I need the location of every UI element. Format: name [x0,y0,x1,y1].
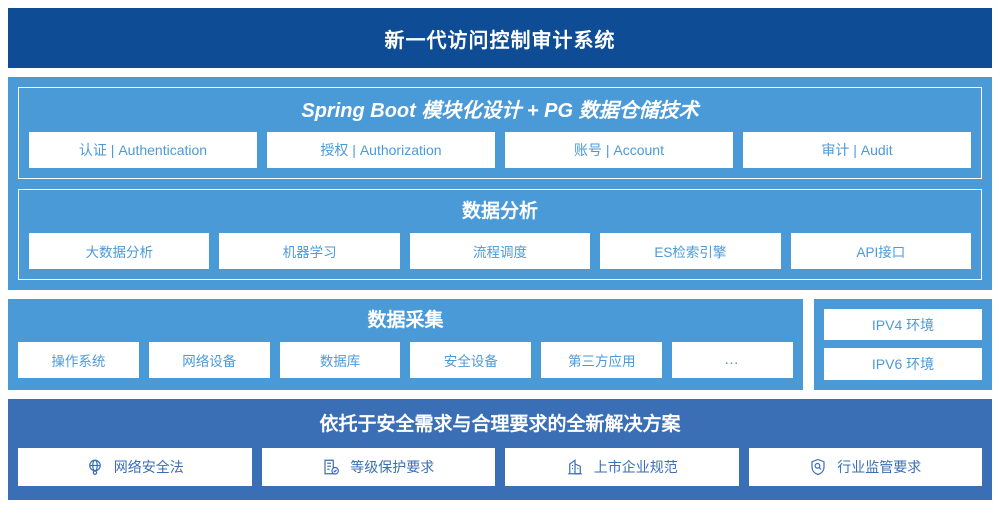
collection-heading: 数据采集 [367,309,444,331]
platform-module-authorization[interactable]: 授权 | Authorization [267,132,495,168]
ip-environment-label: IPV4 环境 [871,316,935,333]
collection-source-label: 数据库 [319,353,361,369]
platform-module-label: 账号 | Account [573,142,664,158]
collection-source-third-party-app[interactable]: 第三方应用 [541,341,663,378]
solution-item-cybersecurity-law[interactable]: 网络安全法 [18,447,252,486]
solution-item-label: 等级保护要求 [350,458,435,475]
platform-layer: Spring Boot 模块化设计 + PG 数据仓储技术 认证 | Authe… [18,87,982,179]
ip-environment-ipv4[interactable]: IPV4 环境 [824,308,982,341]
platform-module-row: 认证 | Authentication 授权 | Authorization 账… [29,132,971,168]
diagram-title-bar: 新一代访问控制审计系统 [8,8,992,68]
ip-environment-label: IPV6 环境 [871,356,935,373]
solution-panel: 依托于安全需求与合理要求的全新解决方案 网络安全法 [8,398,992,500]
platform-module-label: 审计 | Audit [821,142,893,158]
collection-source-label: … [724,351,742,369]
platform-heading: Spring Boot 模块化设计 + PG 数据仓储技术 [301,100,699,122]
analysis-module-label: API接口 [856,244,906,260]
document-check-icon [322,458,340,476]
platform-module-authentication[interactable]: 认证 | Authentication [29,132,257,168]
analysis-module-api[interactable]: API接口 [790,232,972,269]
collection-source-label: 安全设备 [443,353,498,369]
solution-item-label: 网络安全法 [113,458,184,475]
solution-heading: 依托于安全需求与合理要求的全新解决方案 [319,413,681,435]
analysis-layer: 数据分析 大数据分析 机器学习 流程调度 ES检索引擎 API接口 [18,189,982,280]
ip-environment-ipv6[interactable]: IPV6 环境 [824,348,982,380]
globe-network-icon [86,458,104,476]
collection-source-database[interactable]: 数据库 [279,341,401,378]
collection-source-label: 网络设备 [182,353,237,369]
analysis-module-workflow-scheduling[interactable]: 流程调度 [409,232,591,269]
collection-row: 数据采集 操作系统 网络设备 数据库 安全设备 第三方应用 … [8,298,992,390]
solution-item-listed-company-standard[interactable]: 上市企业规范 [505,447,739,486]
platform-module-audit[interactable]: 审计 | Audit [743,132,971,168]
analysis-heading: 数据分析 [461,201,538,222]
solution-item-row: 网络安全法 等级保护要求 [18,447,982,486]
analysis-module-row: 大数据分析 机器学习 流程调度 ES检索引擎 API接口 [29,232,972,269]
ip-environment-panel: IPV4 环境 IPV6 环境 [814,298,992,390]
analysis-module-label: ES检索引擎 [654,244,727,260]
bank-building-icon [566,458,584,476]
collection-source-more[interactable]: … [672,341,793,378]
platform-module-label: 认证 | Authentication [78,142,208,158]
platform-module-label: 授权 | Authorization [320,142,442,158]
solution-item-label: 行业监管要求 [837,458,922,475]
solution-item-label: 上市企业规范 [593,458,678,475]
platform-analysis-panel: Spring Boot 模块化设计 + PG 数据仓储技术 认证 | Authe… [8,77,992,290]
analysis-module-label: 机器学习 [282,244,337,260]
collection-source-security-device[interactable]: 安全设备 [410,341,532,378]
collection-panel: 数据采集 操作系统 网络设备 数据库 安全设备 第三方应用 … [8,298,803,390]
analysis-module-label: 流程调度 [473,244,528,260]
solution-item-classified-protection[interactable]: 等级保护要求 [261,447,495,486]
page-title: 新一代访问控制审计系统 [384,29,616,52]
collection-source-network-device[interactable]: 网络设备 [148,341,270,378]
analysis-module-es-search-engine[interactable]: ES检索引擎 [600,232,781,269]
collection-source-label: 第三方应用 [567,353,636,369]
collection-source-row: 操作系统 网络设备 数据库 安全设备 第三方应用 … [18,341,793,378]
solution-item-industry-supervision[interactable]: 行业监管要求 [748,447,982,486]
collection-source-label: 操作系统 [51,353,106,369]
analysis-module-bigdata[interactable]: 大数据分析 [29,232,210,269]
shield-search-icon [809,458,827,476]
platform-module-account[interactable]: 账号 | Account [505,132,733,168]
analysis-module-label: 大数据分析 [85,244,153,260]
analysis-module-machine-learning[interactable]: 机器学习 [219,232,400,269]
collection-source-operating-system[interactable]: 操作系统 [18,341,139,378]
